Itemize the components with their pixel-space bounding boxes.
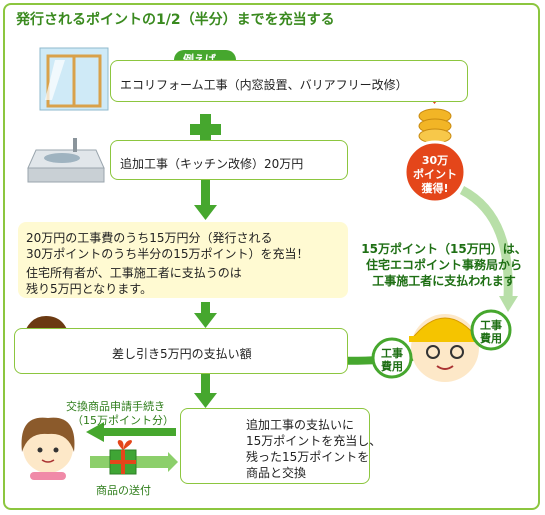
explanation-note xyxy=(18,222,348,298)
note-line-2: 30万ポイントのうち半分の15万ポイント）を充当！ xyxy=(26,247,309,261)
step-eco-reform-box xyxy=(110,60,468,102)
exchange-line-4: 商品と交換 xyxy=(246,466,307,480)
contractor-avatar xyxy=(409,314,481,382)
exchange-line-1: 追加工事の支払いに xyxy=(246,418,355,432)
window-illustration xyxy=(39,47,109,111)
coin-line-3: 獲得! xyxy=(421,182,449,195)
points-coin-badge xyxy=(403,108,467,204)
exchange-line-2: 15万ポイントを充当し、 xyxy=(246,434,382,448)
down-arrow-icon xyxy=(194,180,217,408)
coin-line-2: ポイント xyxy=(413,168,457,181)
step-additional-work-box xyxy=(110,140,348,180)
cost-tag-circle-2 xyxy=(470,309,512,351)
cost-tag-circle-1 xyxy=(371,337,413,379)
step-eco-reform-label: エコリフォーム工事（内窓設置、バリアフリー改修） xyxy=(120,78,408,92)
step-additional-work-label: 追加工事（キッチン改修）20万円 xyxy=(120,157,304,171)
cost-tag-2-line-1: 工事 xyxy=(480,319,502,332)
side-text-line-1: 15万ポイント（15万円）は、 xyxy=(361,242,527,256)
delivery-label: 商品の送付 xyxy=(96,484,151,497)
note-line-4: 残り5万円となります。 xyxy=(26,282,153,296)
recipient-avatar xyxy=(21,417,75,480)
note-line-3: 住宅所有者が、工事施工者に支払うのは xyxy=(26,266,242,280)
cost-tag-2-line-2: 費用 xyxy=(480,332,502,345)
page-title: 発行されるポイントの1/2（半分）までを充当する xyxy=(16,12,335,28)
exchange-line-3: 残った15万ポイントを xyxy=(246,450,370,464)
gift-box-icon xyxy=(90,440,178,475)
coin-line-1: 30万 xyxy=(421,154,449,167)
side-text-line-3: 工事施工者に支払われます xyxy=(372,274,516,288)
kitchen-sink-illustration xyxy=(27,138,105,183)
side-text-line-2: 住宅エコポイント事務局から xyxy=(365,258,522,272)
step-payment-label: 差し引き5万円の支払い額 xyxy=(112,347,252,361)
exchange-label-line-1: 交換商品申請手続き xyxy=(66,400,165,413)
cost-tag-1-line-2: 費用 xyxy=(381,360,403,373)
note-line-1: 20万円の工事費のうち15万円分（発行される xyxy=(26,231,273,245)
step-payment-box xyxy=(14,328,348,374)
exchange-label-line-2: （15万ポイント分） xyxy=(72,414,174,427)
cost-tag-1-line-1: 工事 xyxy=(381,347,403,360)
step-points-exchange-box xyxy=(180,408,370,484)
